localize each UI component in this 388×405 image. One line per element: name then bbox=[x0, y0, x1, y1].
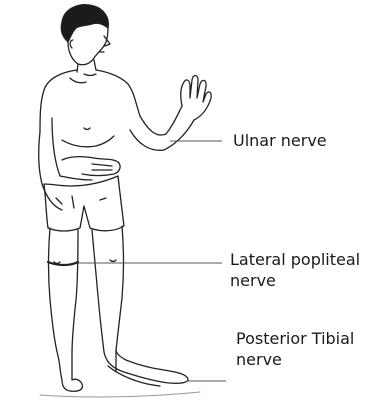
upper-arm-right-inner bbox=[130, 130, 164, 150]
head-outline bbox=[68, 28, 108, 65]
ground-shadow bbox=[40, 392, 200, 397]
leg-left-inner bbox=[72, 230, 78, 380]
forearm-to-belly bbox=[60, 176, 92, 180]
lateral-popliteal-nerve-label-line1: Lateral popliteal bbox=[230, 250, 360, 270]
leg-right-outer bbox=[116, 226, 124, 372]
belly bbox=[62, 136, 114, 147]
posterior-tibial-nerve-label-line2: nerve bbox=[236, 350, 282, 370]
neck-front bbox=[94, 60, 96, 70]
forearm-inner bbox=[164, 120, 194, 150]
leg-right-inner bbox=[92, 230, 104, 352]
knee-right bbox=[110, 260, 116, 262]
foot-left bbox=[62, 379, 82, 391]
collarbone bbox=[84, 74, 96, 76]
leg-band bbox=[48, 262, 78, 265]
ulnar-nerve-label: Ulnar nerve bbox=[233, 131, 327, 151]
hand-on-belly bbox=[62, 157, 120, 176]
forearm-outer bbox=[166, 106, 182, 134]
ear bbox=[70, 40, 73, 48]
posterior-tibial-nerve-label-line1: Posterior Tibial bbox=[236, 329, 354, 349]
shorts bbox=[44, 176, 124, 231]
back-arm-inner bbox=[52, 118, 60, 176]
chest-line bbox=[70, 78, 86, 83]
lateral-popliteal-nerve-label-line2: nerve bbox=[230, 271, 276, 291]
neck bbox=[77, 64, 78, 72]
hair bbox=[61, 5, 108, 42]
navel-area bbox=[84, 128, 90, 130]
leg-left-outer bbox=[49, 228, 63, 380]
hand bbox=[181, 76, 212, 121]
shorts-crease bbox=[56, 196, 106, 208]
upper-arm-right-outer bbox=[140, 116, 166, 135]
right-shoulder bbox=[96, 70, 140, 116]
